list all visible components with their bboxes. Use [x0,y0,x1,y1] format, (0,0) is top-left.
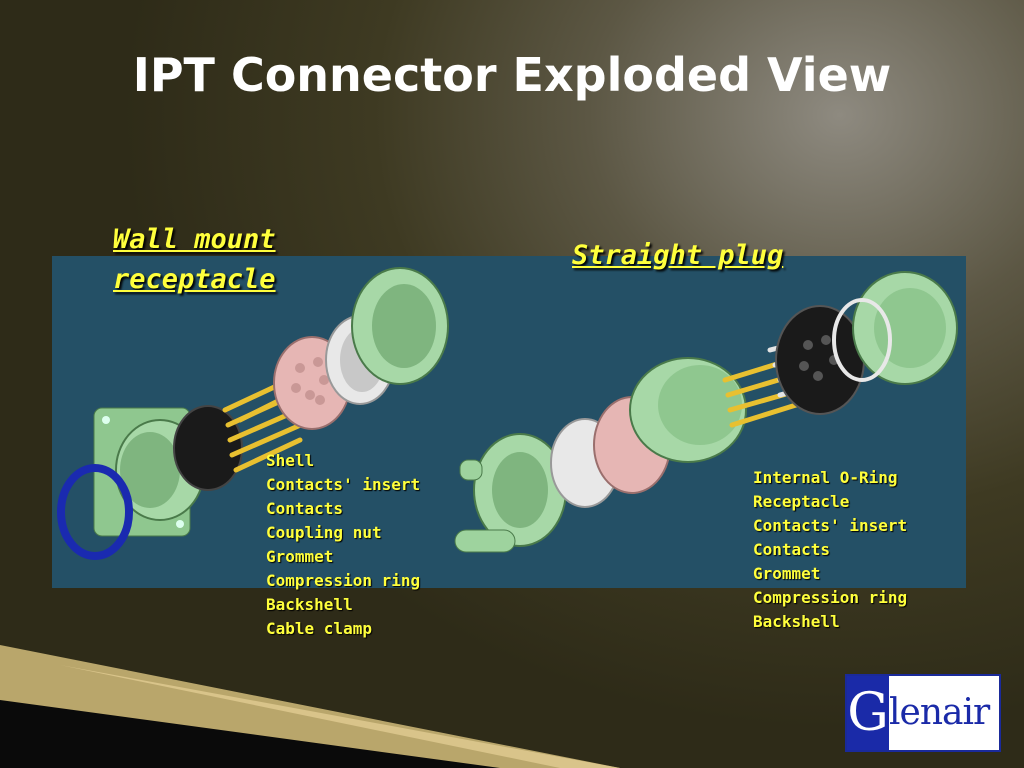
slide-title: IPT Connector Exploded View [132,48,892,102]
logo-initial: G [847,676,889,750]
wall-mount-heading: Wall mount receptacle [113,220,276,300]
decor-band-tan [0,645,620,768]
decor-band-black [0,700,500,768]
parts-list-item: Contacts [266,499,344,518]
wall-mount-heading-line2: receptacle [113,264,276,295]
glenair-logo: G lenair [845,674,1001,752]
parts-list-item: Receptacle [753,492,850,511]
parts-list-item: Contacts' insert [753,516,908,535]
wall-mount-parts-list: Shell Contacts' insert Contacts Coupling… [266,449,420,641]
decor-band-light [60,665,620,768]
parts-list-item: Grommet [266,547,334,566]
parts-list-item: Backshell [266,595,353,614]
parts-list-item: Contacts [753,540,831,559]
logo-wordmark: lenair [889,692,990,733]
parts-list-item: Cable clamp [266,619,372,638]
straight-plug-heading: Straight plug [572,240,784,271]
parts-list-item: Backshell [753,612,840,631]
straight-plug-parts-list: Internal O-Ring Receptacle Contacts' ins… [753,466,907,634]
parts-list-item: Compression ring [753,588,908,607]
parts-list-item: Contacts' insert [266,475,421,494]
parts-list-item: Compression ring [266,571,421,590]
parts-list-item: Shell [266,451,315,470]
parts-list-item: Coupling nut [266,523,382,542]
wall-mount-heading-line1: Wall mount [113,224,276,255]
parts-list-item: Grommet [753,564,821,583]
parts-list-item: Internal O-Ring [753,468,898,487]
